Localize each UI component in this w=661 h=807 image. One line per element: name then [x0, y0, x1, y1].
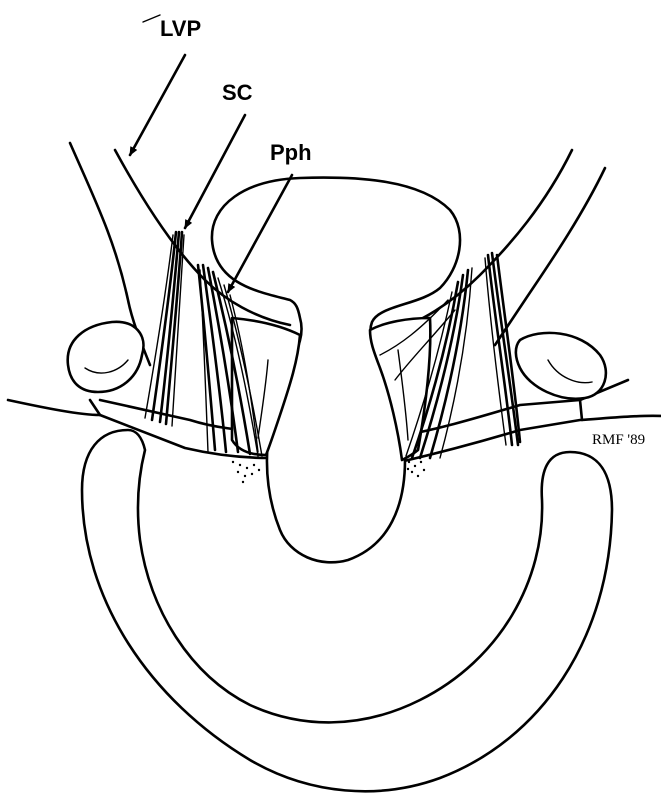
left-fiber-bundle-sc [145, 232, 184, 426]
artist-signature: RMF '89 [592, 432, 645, 448]
label-pph: Pph [270, 140, 312, 165]
label-sc: SC [222, 80, 253, 105]
pen-mark [143, 15, 160, 22]
label-lvp: LVP [160, 16, 201, 41]
right-rolled-structure [516, 333, 606, 399]
left-rolled-structure [68, 322, 144, 392]
right-fiber-bundle-sc [485, 253, 520, 445]
lvp-arrow [130, 55, 185, 155]
